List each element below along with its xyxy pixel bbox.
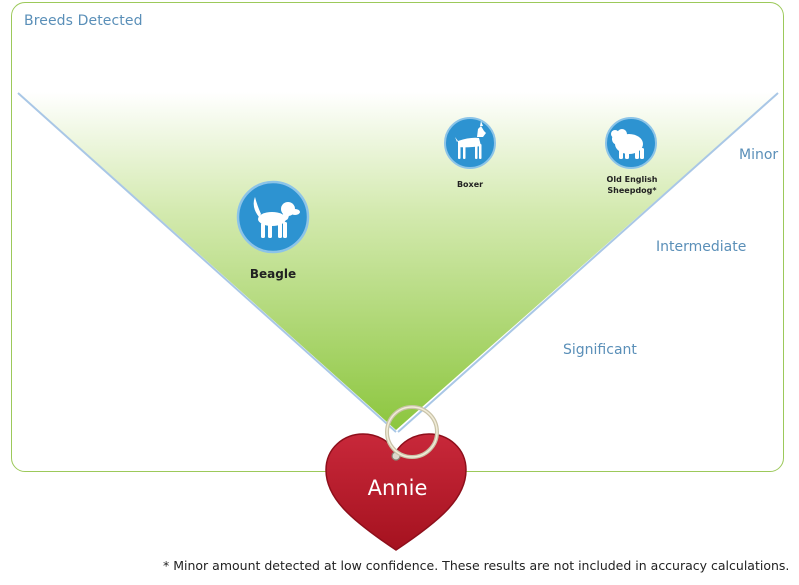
cone-shape	[18, 92, 778, 430]
breed-label-sheepdog-line2: Sheepdog*	[607, 186, 657, 195]
level-label-intermediate: Intermediate	[656, 239, 747, 255]
diagram-title: Breeds Detected	[24, 13, 143, 29]
level-label-significant: Significant	[563, 342, 637, 358]
boxer-icon	[444, 117, 496, 169]
cone-left-edge	[17, 92, 397, 433]
beagle-icon	[236, 180, 310, 254]
sheepdog-icon	[605, 117, 657, 169]
footnote: * Minor amount detected at low confidenc…	[163, 558, 790, 573]
level-label-minor: Minor	[739, 147, 779, 163]
dog-name: Annie	[367, 476, 428, 500]
cone-right-edge	[397, 92, 779, 433]
breed-label-boxer: Boxer	[456, 180, 484, 189]
breed-label-beagle: Beagle	[249, 267, 297, 281]
breed-label-sheepdog-line1: Old English	[606, 175, 658, 184]
breed-label-sheepdog: Old English Sheepdog*	[607, 174, 658, 196]
